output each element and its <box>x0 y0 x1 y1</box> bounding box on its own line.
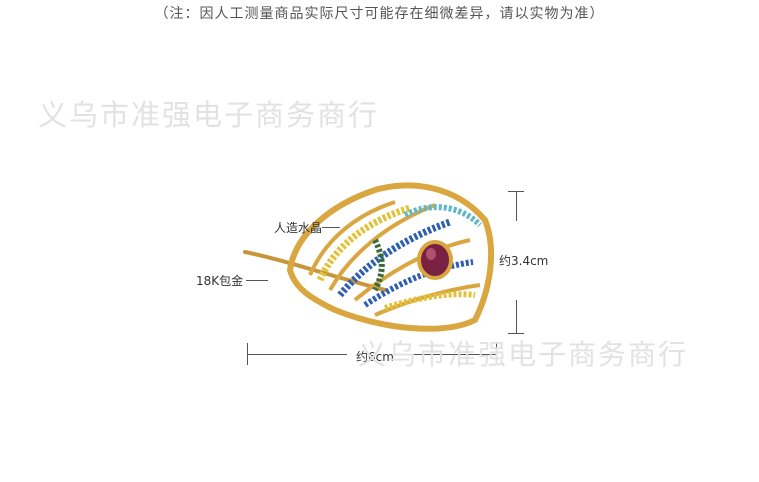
size-disclaimer-note: （注：因人工测量商品实际尺寸可能存在细微差异，请以实物为准） <box>154 6 605 22</box>
artificial-crystal-label: 人造水晶 <box>274 221 323 235</box>
width-measurement-label: 约6cm <box>356 350 394 364</box>
width-dimension-right-tick <box>496 343 497 365</box>
height-measurement-label: 约3.4cm <box>499 254 549 268</box>
height-dimension-bottom-tick <box>508 333 524 334</box>
width-dimension-left-line <box>247 354 347 355</box>
height-dimension-upper-line <box>516 191 517 221</box>
feather-brooch-image <box>243 182 495 332</box>
width-dimension-right-line <box>400 354 496 355</box>
gold-leader-line <box>246 280 268 281</box>
crystal-leader-line <box>322 227 340 228</box>
shop-watermark-bottom: 义乌市准强电子商务商行 <box>358 338 689 371</box>
height-dimension-lower-line <box>516 300 517 333</box>
height-dimension-top-tick <box>508 191 524 192</box>
gold-plating-label: 18K包金 <box>196 274 244 288</box>
shop-watermark-top: 义乌市准强电子商务商行 <box>38 98 380 132</box>
